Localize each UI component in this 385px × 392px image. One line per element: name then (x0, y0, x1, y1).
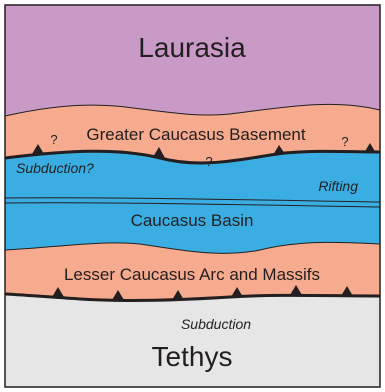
question-mark: ? (205, 154, 212, 169)
tethys-label: Tethys (152, 341, 233, 372)
laurasia-label: Laurasia (138, 32, 246, 63)
subduction-south-label: Subduction (181, 316, 251, 332)
rifting-label: Rifting (318, 178, 358, 194)
subduction-north-label: Subduction? (16, 160, 94, 176)
caucasus-basin-label: Caucasus Basin (131, 211, 254, 230)
question-mark: ? (341, 134, 348, 149)
lesser-caucasus-label: Lesser Caucasus Arc and Massifs (64, 265, 320, 284)
greater-caucasus-label: Greater Caucasus Basement (86, 125, 305, 144)
question-mark: ? (50, 132, 57, 147)
